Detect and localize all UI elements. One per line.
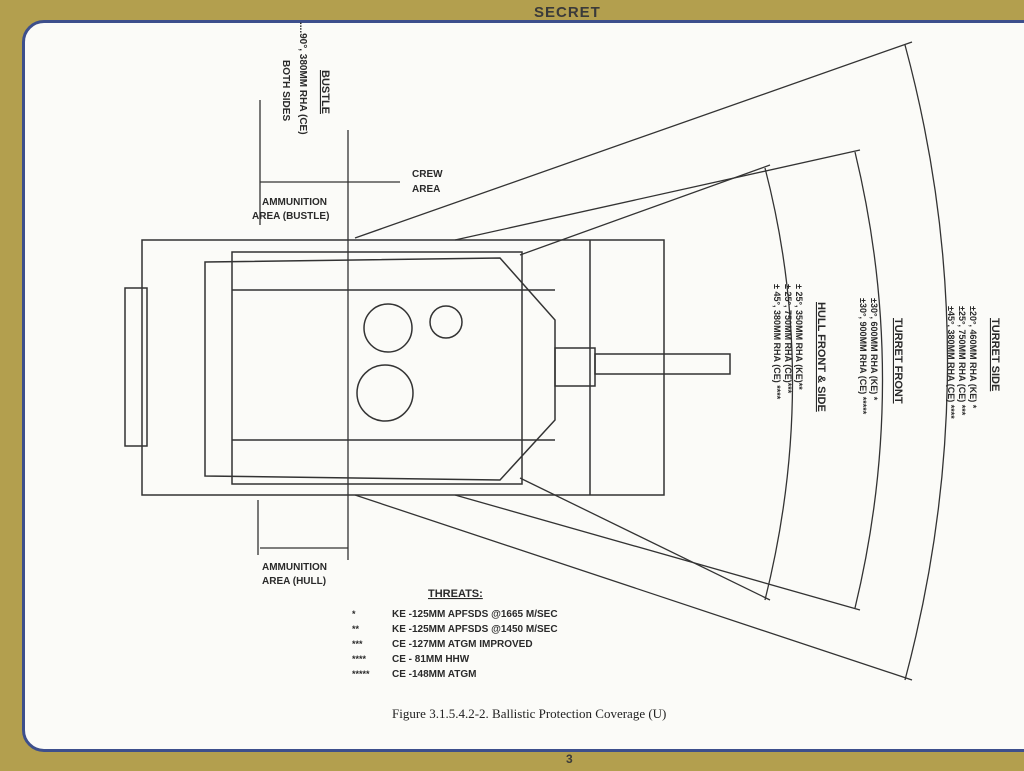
hull-front-side-line: ± 25°, 350MM RHA (KE)** <box>794 284 804 390</box>
bustle-sides: BOTH SIDES <box>280 60 291 121</box>
turret-front-title: TURRET FRONT <box>892 318 904 404</box>
ammo-hull-label-2: AREA (HULL) <box>262 576 326 587</box>
turret-front-line: ±30°, 600MM RHA (KE) * <box>869 298 879 401</box>
threat-marker: ** <box>352 624 360 634</box>
threat-item: CE -148MM ATGM <box>392 669 476 680</box>
bustle-spec: ....90°, 380MM RHA (CE) <box>297 22 308 135</box>
crew-area-label: CREW <box>412 169 443 180</box>
threat-item: KE -125MM APFSDS @1665 M/SEC <box>392 609 558 620</box>
threats-legend: THREATS: * KE -125MM APFSDS @1665 M/SEC … <box>352 588 558 680</box>
threat-item: KE -125MM APFSDS @1450 M/SEC <box>392 624 558 635</box>
threat-marker: ***** <box>352 669 370 679</box>
turret-side-spec: TURRET SIDE ±20°, 460MM RHA (KE) * ±25°,… <box>946 306 1001 419</box>
tank-top-view <box>124 239 731 496</box>
page-number: 3 <box>566 752 574 766</box>
bustle-label: BUSTLE <box>319 70 331 114</box>
document-page <box>22 20 1024 752</box>
turret-side-line: ±25°, 750MM RHA (CE) *** <box>957 306 967 416</box>
turret-side-line: ±45°, 380MM RHA (CE) **** <box>946 306 956 419</box>
turret-side-line: ±20°, 460MM RHA (KE) * <box>968 306 978 409</box>
bustle-spec-line2: BOTH SIDES <box>280 60 291 121</box>
bustle-spec-line1: ....90°, 380MM RHA (CE) <box>297 22 308 135</box>
hull-front-side-line: ± 45°, 380MM RHA (CE) **** <box>772 284 782 400</box>
ammo-hull-label: AMMUNITION <box>262 562 327 573</box>
hull-front-side-spec: HULL FRONT & SIDE ± 25°, 350MM RHA (KE)*… <box>772 284 827 412</box>
figure-caption: Figure 3.1.5.4.2-2. Ballistic Protection… <box>392 706 666 721</box>
ammo-bustle-label: AMMUNITION <box>262 197 327 208</box>
classification-header: SECRET <box>534 4 601 21</box>
crew-area-label-2: AREA <box>412 184 440 195</box>
threat-item: CE -127MM ATGM IMPROVED <box>392 639 533 650</box>
turret-side-title: TURRET SIDE <box>989 318 1001 391</box>
turret-front-line: ±30°, 900MM RHA (CE) ***** <box>858 298 868 415</box>
bustle-title: BUSTLE <box>319 70 331 114</box>
threats-title: THREATS: <box>428 588 483 600</box>
threat-marker: **** <box>352 654 367 664</box>
turret-front-spec: TURRET FRONT ±30°, 600MM RHA (KE) * ±30°… <box>858 298 904 415</box>
ammo-bustle-label-2: AREA (BUSTLE) <box>252 211 329 222</box>
hull-front-side-title: HULL FRONT & SIDE <box>815 302 827 412</box>
threat-item: CE - 81MM HHW <box>392 654 470 665</box>
coverage-arcs <box>257 41 949 681</box>
hull-front-side-line: ± 25°, 750MM RHA (CE)*** <box>783 284 793 394</box>
threat-marker: * <box>352 609 356 619</box>
threat-marker: *** <box>352 639 363 649</box>
